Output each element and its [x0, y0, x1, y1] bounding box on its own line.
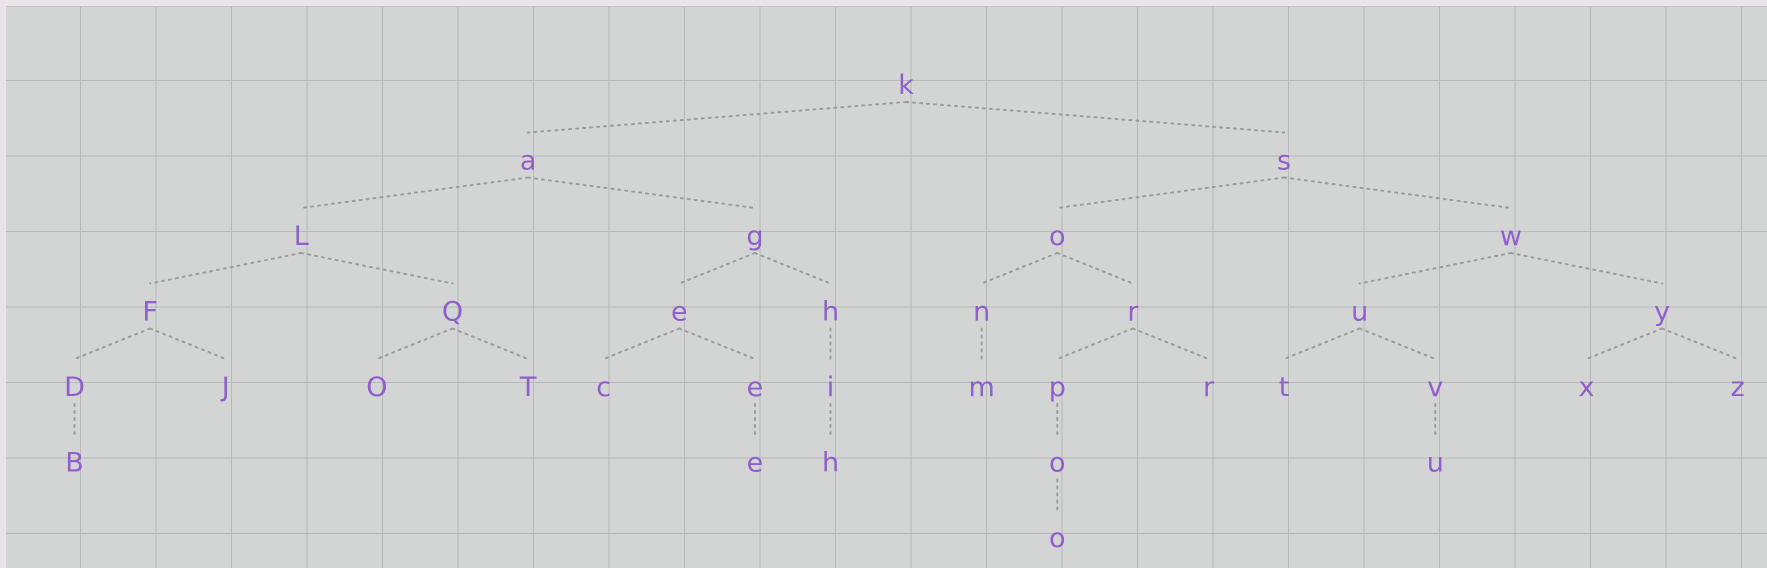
- tree-edge: [451, 327, 530, 360]
- tree-node-label: k: [898, 70, 914, 101]
- tree-edge: [1056, 252, 1134, 285]
- tree-node-label: J: [220, 372, 230, 403]
- tree-edge: [149, 327, 227, 360]
- tree-node-label: r: [1203, 372, 1215, 403]
- tree-node-label: s: [1277, 146, 1291, 177]
- tree-node-label: c: [596, 372, 611, 403]
- tree-edge: [527, 176, 756, 209]
- tree-node-label: D: [64, 372, 85, 403]
- tree-edge: [527, 101, 908, 134]
- tree-node-label: g: [746, 221, 763, 252]
- tree-node-label: i: [827, 372, 835, 403]
- tree-node-label: O: [366, 372, 387, 403]
- tree-edge: [678, 252, 756, 285]
- tree-node-label: a: [520, 146, 537, 177]
- tree-node-label: u: [1351, 297, 1368, 328]
- tree-node-label: m: [969, 372, 995, 403]
- tree-edge: [1056, 327, 1134, 360]
- tree-edge: [375, 327, 454, 360]
- tree-node-label: e: [671, 297, 688, 328]
- tree-edge: [1358, 327, 1437, 360]
- tree-edge: [753, 252, 832, 285]
- tree-edge: [1509, 252, 1664, 285]
- tree-node-label: x: [1579, 372, 1595, 403]
- tree-edge: [905, 101, 1286, 134]
- tree-edge: [1358, 252, 1512, 285]
- tree-edge: [1131, 327, 1210, 360]
- tree-edge: [1056, 176, 1286, 209]
- tree-node-label: B: [65, 448, 84, 479]
- tree-node-label: e: [747, 448, 764, 479]
- tree-node-label: o: [1049, 221, 1066, 252]
- tree-node-label: p: [1049, 372, 1066, 403]
- tree-node-label: o: [1049, 523, 1066, 554]
- tree-node-label: o: [1049, 448, 1066, 479]
- tree-edge: [73, 327, 152, 360]
- tree-edge: [602, 327, 681, 360]
- tree-edge: [980, 252, 1059, 285]
- tree-node-label: e: [747, 372, 764, 403]
- tree-edge: [1661, 327, 1739, 360]
- tree-node-label: Q: [442, 297, 463, 328]
- tree-edge: [300, 176, 530, 209]
- tree-node-label: t: [1279, 372, 1290, 403]
- tree-node-label: F: [142, 297, 158, 328]
- tree-node-label: h: [822, 448, 839, 479]
- tree-node-label: u: [1427, 448, 1444, 479]
- tree-node-label: v: [1427, 372, 1443, 403]
- tree-edges: [73, 101, 1739, 511]
- tree-edge: [1283, 176, 1512, 209]
- tree-node-label: z: [1731, 372, 1745, 403]
- tree-edge: [678, 327, 756, 360]
- tree-node-label: y: [1654, 297, 1670, 328]
- tree-edge: [300, 252, 454, 285]
- tree-edge: [149, 252, 303, 285]
- tree-node-label: r: [1127, 297, 1139, 328]
- tree-node-label: n: [973, 297, 990, 328]
- tree-node-label: T: [519, 372, 537, 403]
- tree-node-label: L: [294, 221, 309, 252]
- tree-edge: [1585, 327, 1664, 360]
- tree-node-label: w: [1500, 221, 1522, 252]
- tree-edge: [1283, 327, 1361, 360]
- tree-node-label: h: [822, 297, 839, 328]
